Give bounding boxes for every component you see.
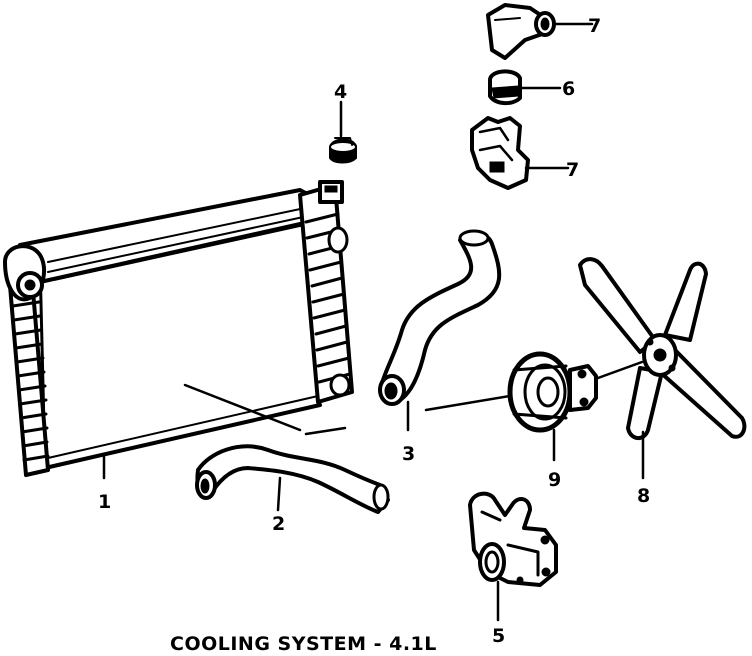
diagram-caption: COOLING SYSTEM - 4.1L xyxy=(170,633,437,655)
water-outlet xyxy=(470,116,570,190)
callout-3: 3 xyxy=(402,443,415,465)
lower-radiator-hose xyxy=(195,444,390,514)
thermostat-housing-upper xyxy=(486,3,594,60)
callout-7-lower: 7 xyxy=(566,159,579,181)
callout-6: 6 xyxy=(562,78,575,100)
callout-5: 5 xyxy=(492,625,505,647)
thermostat xyxy=(488,69,562,105)
leader-lines xyxy=(102,100,645,622)
upper-radiator-hose xyxy=(378,229,502,406)
radiator xyxy=(3,180,354,477)
radiator-cap xyxy=(329,137,357,164)
water-pump xyxy=(468,491,558,587)
leader-2 xyxy=(276,476,282,512)
callout-1: 1 xyxy=(98,491,111,513)
cooling-fan xyxy=(578,257,747,440)
callout-7-upper: 7 xyxy=(588,15,601,37)
callout-4: 4 xyxy=(334,81,347,103)
callout-8: 8 xyxy=(637,485,650,507)
shaft-line xyxy=(304,426,347,436)
callout-2: 2 xyxy=(272,513,285,535)
callout-9: 9 xyxy=(548,469,561,491)
callouts: 1 2 3 4 5 6 7 7 8 9 xyxy=(98,15,650,647)
fan-clutch xyxy=(507,351,598,433)
